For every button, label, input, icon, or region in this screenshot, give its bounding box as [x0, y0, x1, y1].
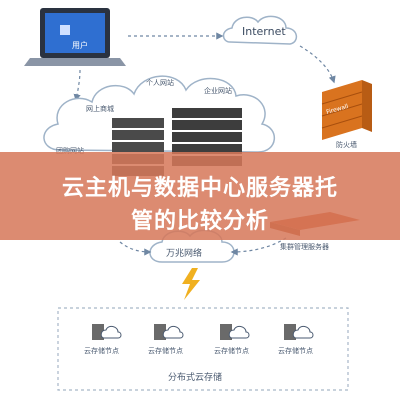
internet-label: Internet [242, 25, 286, 38]
firewall-icon [321, 80, 372, 140]
laptop-user-label: 用户 [72, 41, 88, 50]
title-banner [0, 152, 400, 240]
arrow-laptop-cloud [73, 69, 81, 102]
banner-title-line1: 云主机与数据中心服务器托 [61, 176, 338, 201]
laptop-icon [24, 8, 126, 66]
storage-node-label-3: 云存储节点 [214, 347, 249, 355]
storage-node-label-1: 云存储节点 [84, 347, 119, 355]
user-icon [60, 25, 70, 35]
arrow-internet-firewall [299, 45, 336, 84]
lightning-icon [182, 268, 200, 300]
banner-title-line2: 管的比较分析 [130, 209, 269, 234]
cloud-label-mall: 网上商城 [86, 105, 114, 113]
storage-label: 分布式云存储 [168, 373, 223, 383]
internet-cloud-icon [222, 15, 298, 45]
storage-node-icon [220, 324, 250, 340]
storage-box [57, 307, 349, 391]
cloud-label-groupbuy: 团购网站 [56, 147, 84, 155]
storage-node-icon [284, 324, 314, 340]
wan-label: 万兆网络 [166, 249, 203, 259]
storage-node-icon [154, 324, 184, 340]
storage-node-label-4: 云存储节点 [278, 347, 313, 355]
cloud-label-enterprise: 企业网站 [204, 87, 232, 95]
arrow-cluster-wan [230, 237, 287, 256]
storage-node-label-2: 云存储节点 [148, 347, 183, 355]
cloud-label-personal: 个人网站 [146, 79, 174, 87]
storage-node-icon [92, 324, 122, 340]
firewall-label: 防火墙 [336, 141, 357, 149]
arrow-cloud-wan [119, 241, 152, 256]
cluster-label: 集群管理服务器 [280, 243, 329, 251]
